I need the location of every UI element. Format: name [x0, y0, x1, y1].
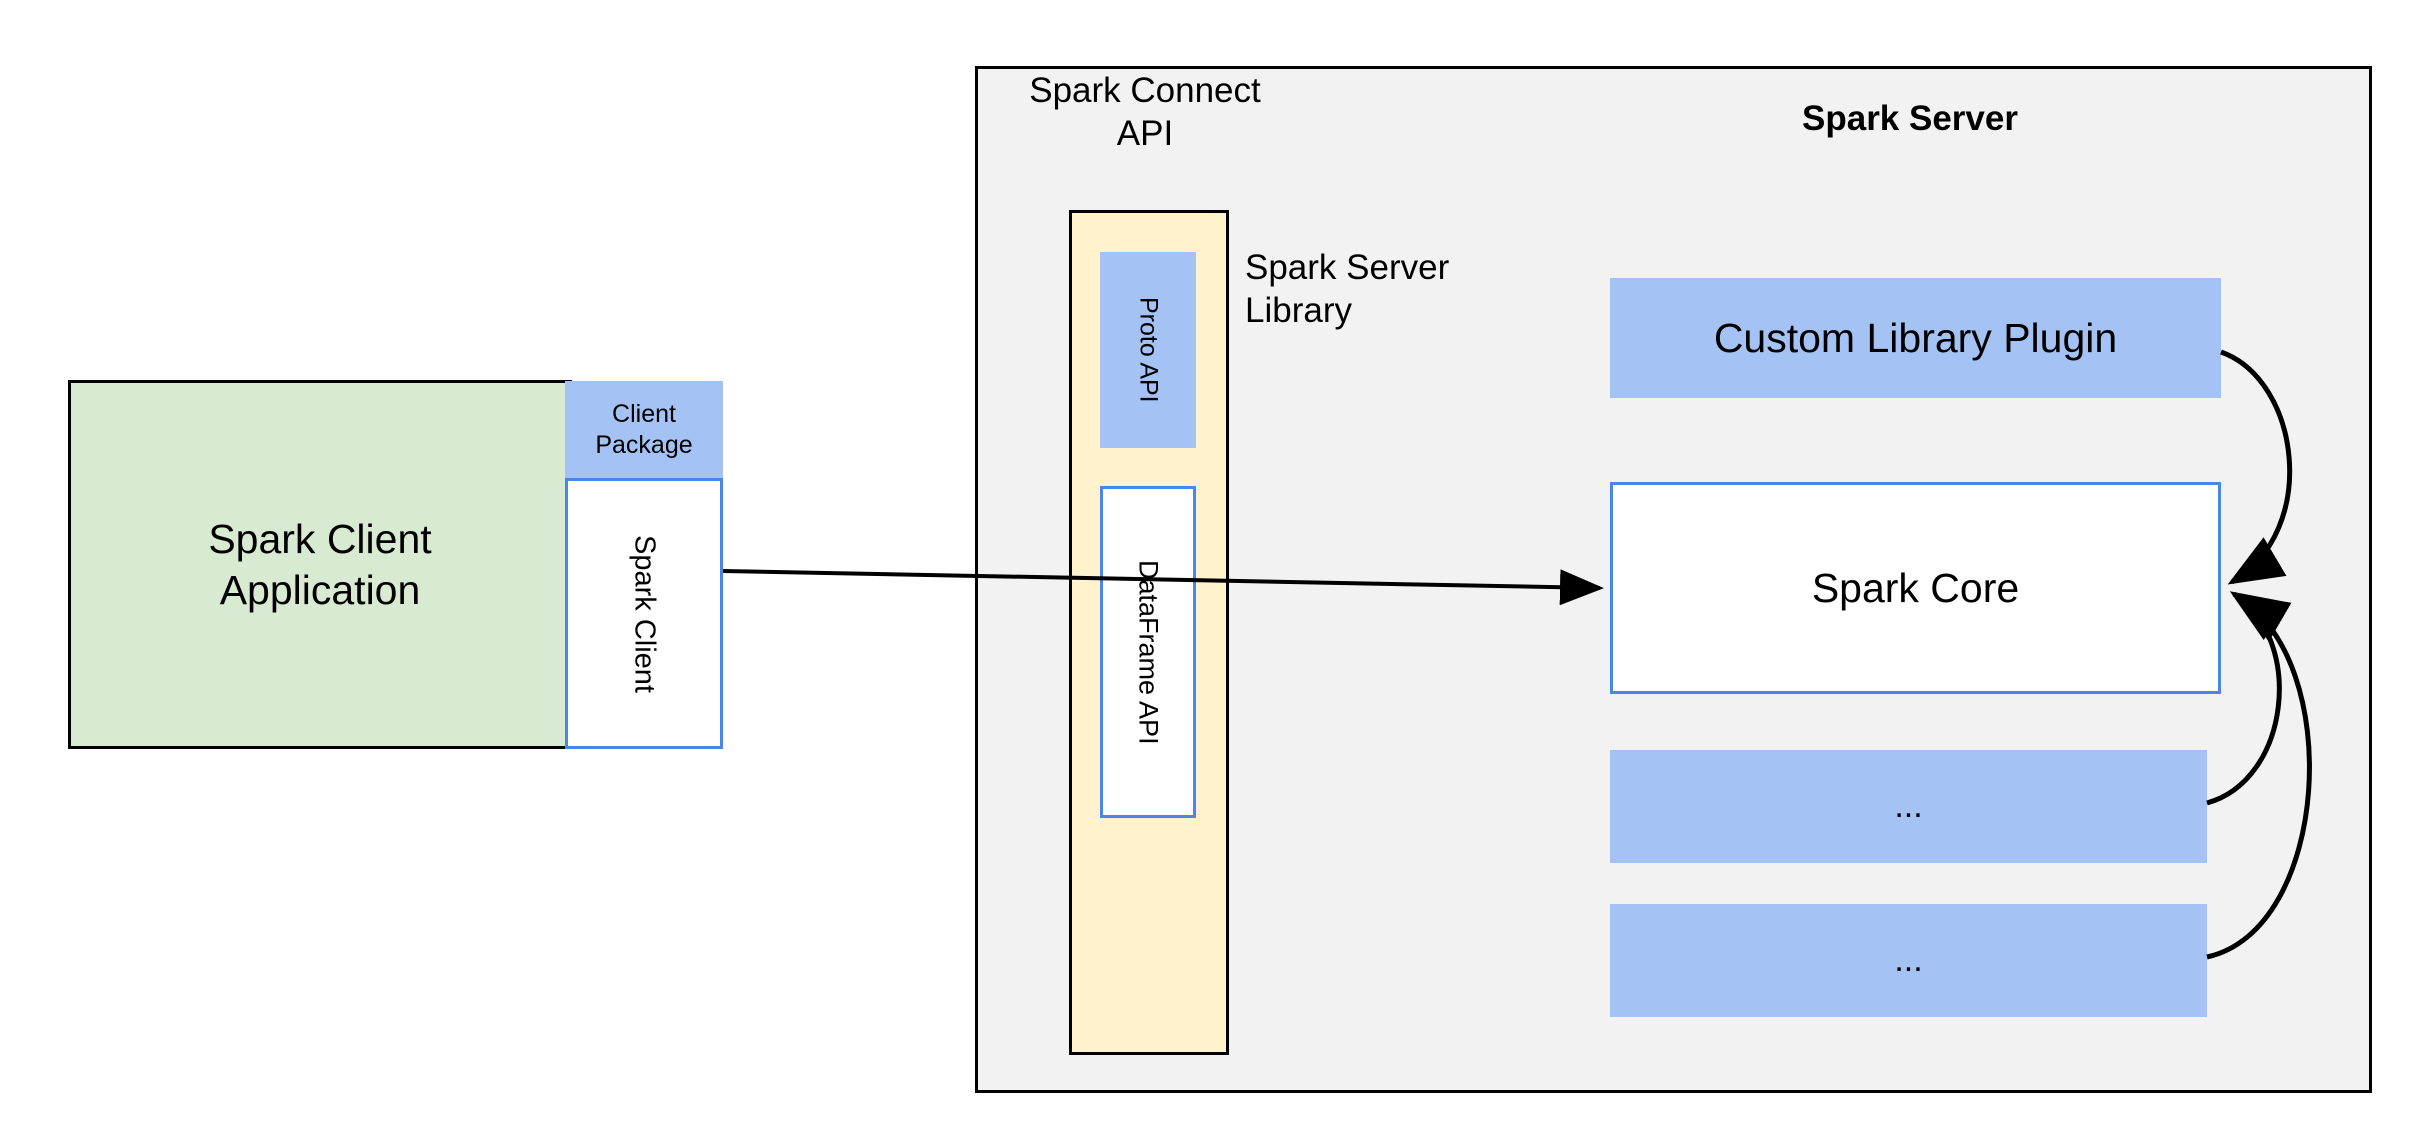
spark-core-box: Spark Core	[1610, 482, 2221, 694]
client-package-box: Client Package	[565, 381, 723, 478]
custom-library-plugin-label: Custom Library Plugin	[1713, 314, 2118, 361]
spark-server-title-text: Spark Server	[1802, 98, 2018, 138]
spark-connect-api-label: Spark Connect API	[1000, 68, 1290, 158]
client-package-line-2: Package	[595, 430, 693, 459]
spark-client-application-box: Spark Client Application	[68, 380, 572, 749]
proto-api-label: Proto API	[1134, 297, 1163, 403]
dataframe-api-box: DataFrame API	[1100, 486, 1196, 818]
spark-server-title: Spark Server	[1680, 95, 2140, 143]
server-block-ellipsis-1-label: ...	[1894, 787, 1923, 825]
spark-server-library-label-text: Spark Server Library	[1245, 247, 1449, 332]
proto-api-box: Proto API	[1100, 252, 1196, 448]
spark-connect-api-line-2: API	[1116, 114, 1174, 153]
server-block-ellipsis-2-label: ...	[1894, 941, 1923, 979]
spark-client-application-line-1: Spark Client	[208, 516, 432, 563]
server-block-ellipsis-2: ...	[1610, 904, 2207, 1017]
spark-client-application-label: Spark Client Application	[208, 514, 431, 614]
spark-client-application-line-2: Application	[219, 566, 421, 613]
spark-client-box: Spark Client	[565, 478, 723, 749]
spark-server-library-label: Spark Server Library	[1245, 245, 1545, 335]
spark-server-library-line-1: Spark Server	[1245, 248, 1450, 288]
spark-connect-api-label-text: Spark Connect API	[1029, 70, 1261, 155]
spark-core-label: Spark Core	[1811, 564, 2020, 611]
spark-connect-api-line-1: Spark Connect	[1029, 71, 1261, 111]
spark-client-label: Spark Client	[628, 534, 661, 693]
spark-server-library-line-2: Library	[1245, 291, 1352, 330]
dataframe-api-label: DataFrame API	[1133, 559, 1164, 745]
client-package-label: Client Package	[595, 399, 692, 460]
client-package-line-1: Client	[612, 400, 676, 428]
custom-library-plugin-box: Custom Library Plugin	[1610, 278, 2221, 398]
server-block-ellipsis-1: ...	[1610, 750, 2207, 863]
